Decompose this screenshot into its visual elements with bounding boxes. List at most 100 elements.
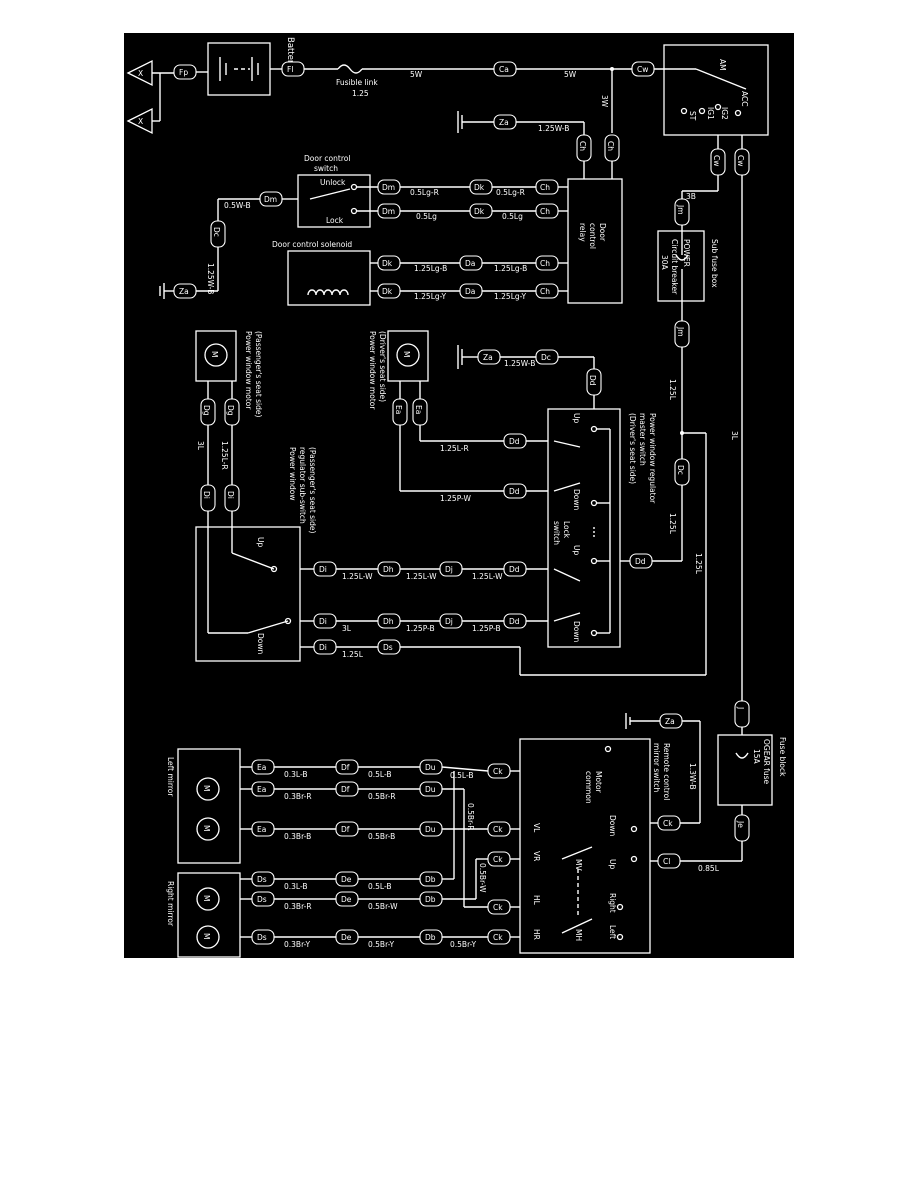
pw-drv-label-2: (Driver's seat side) (378, 331, 387, 402)
wire-125lw-3: 1.25L-W (472, 572, 503, 581)
connector-ch-5: Ch (540, 259, 550, 268)
master-down-1: Down (572, 489, 581, 510)
wire-05lb-r: 0.5L-B (368, 882, 392, 891)
connector-dk-3: Dk (382, 259, 393, 268)
ign-st: ST (688, 111, 697, 121)
connector-dm-3: Dm (264, 195, 277, 204)
left-mirror: Left mirror M M Ea Ea Ea 0.3L-B 0.3Br-R … (166, 748, 489, 908)
ignition-switch: AM ACC IG1 IG2 ST Cw Cw (654, 44, 769, 176)
wire-125lgy: 1.25Lg-Y (414, 292, 446, 301)
sub-switch-label-1: Power window (288, 447, 297, 501)
connector-ea-2: Dh (383, 617, 394, 626)
pw-drv-motor-m: M (402, 351, 411, 357)
dcs-lock: Lock (326, 216, 344, 225)
ground-x1-label: X (138, 69, 143, 78)
connector-df-3: Df (341, 825, 350, 834)
wire-05bry-r: 0.5Br-Y (368, 940, 394, 949)
wire-03brr-l: 0.3Br-R (284, 792, 312, 801)
connector-du-2: Du (425, 785, 436, 794)
wire-05lb-l: 0.5L-B (368, 770, 392, 779)
connector-dh-1: Ea (394, 405, 403, 414)
dcs-label-2: switch (314, 164, 338, 173)
mirror-right: Right (608, 893, 617, 913)
power-window-driver: M Power window motor (Driver's seat side… (368, 330, 602, 503)
wire-03lb-r: 0.3L-B (284, 882, 308, 891)
connector-dh-2: Ea (414, 405, 423, 414)
sub-switch-label-2: regulator sub-switch (298, 447, 307, 524)
wire-125lr-pass: 1.25L-R (220, 441, 229, 470)
connector-ck-5: Ck (493, 903, 503, 912)
sub-fuse-box: 3B Jm POWER Circuit breaker 30A Sub fuse… (657, 175, 743, 693)
wire-125l-a: 1.25L (668, 379, 677, 401)
master-label-3: (Driver's seat side) (628, 413, 637, 484)
dcs-label-1: Door control (304, 154, 350, 163)
mirror-connectors: Ck Ck Ck Ck Ck (487, 763, 511, 945)
right-mirror-label: Right mirror (166, 881, 175, 927)
master-down-2: Down (572, 621, 581, 642)
connector-da-1: Da (465, 259, 475, 268)
fusible-link-size: 1.25 (352, 89, 369, 98)
wire-125pw-pass: 3L (196, 441, 205, 451)
wire-125l-b: 1.25L (668, 513, 677, 535)
fusible-link-label: Fusible link (336, 78, 378, 87)
ign-acc: ACC (740, 91, 749, 106)
connector-ch-6: Ch (540, 287, 550, 296)
pw-pass-wiring: 1.25L-W Dh 1.25L-W Dj 1.25L-W Dd 3L Dh 1… (336, 433, 707, 676)
connector-je: Je (736, 820, 745, 828)
connector-za-2: Za (179, 287, 189, 296)
connector-dj-1: Dd (509, 565, 520, 574)
cb-power: POWER (682, 239, 691, 267)
battery-label: Battery (285, 37, 295, 68)
connector-jm-2: Jm (676, 326, 685, 337)
wire-125pb-1: 1.25P-B (406, 624, 435, 633)
connector-dc-3: Dc (676, 465, 685, 475)
connector-dk-4: Dk (382, 287, 393, 296)
door-control-switch: Door control switch Unlock Lock Dm Dm 0.… (159, 154, 568, 299)
connector-de-2: De (341, 895, 352, 904)
pw-pass-label-2: (Passenger's seat side) (254, 331, 263, 418)
master-up-2: Up (572, 545, 581, 555)
mirror-up: Up (608, 859, 617, 869)
wire-05lg: 0.5Lg (416, 212, 437, 221)
fuse-block-label: Fuse block (778, 737, 787, 777)
pw-pass-label-1: Power window motor (244, 331, 253, 410)
connector-dj-5: Dd (588, 375, 597, 386)
wire-125l-pass: 1.25L (342, 650, 364, 659)
sub-switch-label-3: (Passenger's seat side) (308, 447, 317, 534)
wire-125pw-2: 3L (342, 624, 352, 633)
wire-125lr-drv: 1.25L-R (440, 444, 469, 453)
wire-05wb: 0.5W-B (224, 201, 251, 210)
connector-jm-1: Jm (676, 204, 685, 215)
lock-switch-1: Lock (562, 521, 571, 539)
wire-125wb-drv: 1.25W-B (504, 359, 535, 368)
connector-db-3: Db (425, 933, 436, 942)
motor-common-2: common (584, 771, 593, 804)
mirror-down: Down (608, 815, 617, 836)
connector-fp: Fp (179, 68, 188, 77)
connector-ch-4: Ch (540, 207, 550, 216)
connector-du-3: Du (425, 825, 436, 834)
left-mirror-label: Left mirror (166, 757, 175, 797)
connector-dj-4: Dd (509, 487, 520, 496)
wire-125pb-2: 1.25P-B (472, 624, 501, 633)
connector-ch-3: Ch (540, 183, 550, 192)
ign-ig2: IG2 (720, 107, 729, 120)
connector-di-4: Di (319, 617, 327, 626)
connector-dd-1: Dj (445, 565, 453, 574)
connector-de-3: De (341, 933, 352, 942)
connector-fl: Fl (287, 65, 293, 74)
connector-ds-1: Ds (383, 643, 393, 652)
fuse-name: OGEAR fuse (762, 739, 771, 784)
lock-switch-2: switch (552, 521, 561, 545)
master-label-1: Power window regulator (648, 413, 657, 504)
connector-dk-2: Dk (474, 207, 485, 216)
connector-ck-6: Ck (493, 933, 503, 942)
top-ground: Za 1.25W-B (457, 111, 585, 135)
wire-125lgb-b: 1.25Lg-B (494, 264, 527, 273)
connector-di-3: Di (319, 565, 327, 574)
connector-db-1: Db (425, 875, 436, 884)
relay-label-3: relay (578, 223, 587, 242)
mirror-hr: HR (532, 929, 541, 940)
connector-di-1: Di (202, 491, 211, 499)
mirror-mv: MV (574, 859, 583, 871)
